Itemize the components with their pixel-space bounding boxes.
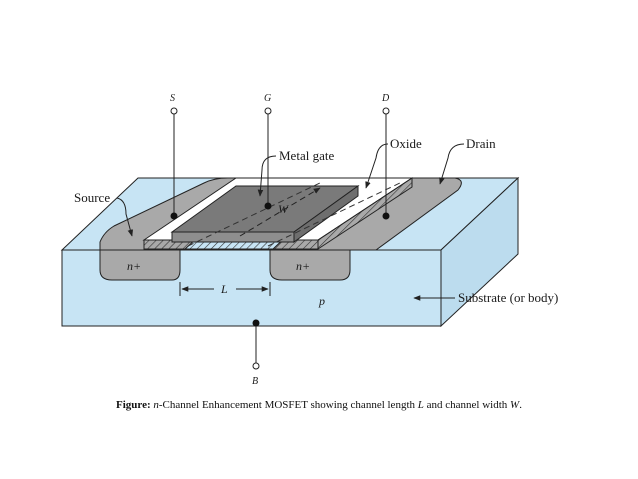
gate-terminal — [264, 107, 272, 115]
caption-text-1: -Channel Enhancement MOSFET showing chan… — [158, 399, 418, 411]
length-label: L — [220, 282, 228, 296]
drain-terminal — [382, 107, 390, 115]
caption-end: . — [519, 399, 522, 411]
source-label: Source — [74, 190, 110, 205]
caption-L: L — [417, 399, 424, 411]
metal-gate-leader — [257, 155, 277, 197]
width-label: W — [278, 202, 289, 216]
metal-gate-side — [293, 185, 359, 243]
oxide-label: Oxide — [390, 136, 422, 151]
source-contact-dot — [170, 212, 178, 220]
source-n-plus-label: n+ — [127, 259, 141, 273]
body-terminal — [252, 362, 260, 370]
body-terminal-label: B — [252, 376, 258, 387]
channel-width-arrow — [239, 187, 321, 237]
caption-n: n — [153, 399, 159, 411]
gate-terminal-label: G — [264, 93, 271, 104]
drain-n-plus-well — [269, 249, 351, 281]
oxide-leader — [365, 143, 389, 189]
source-terminal — [170, 107, 178, 115]
p-substrate-label: p — [318, 294, 325, 308]
drain-leader — [439, 143, 465, 185]
caption-prefix: Figure: — [116, 399, 151, 411]
source-terminal-label: S — [170, 93, 175, 104]
drain-label: Drain — [466, 136, 496, 151]
drain-contact-dot — [382, 212, 390, 220]
metal-gate-front — [171, 231, 295, 243]
drain-terminal-label: D — [381, 93, 390, 104]
substrate-label: Substrate (or body) — [458, 290, 558, 305]
caption-text-2: and channel width — [423, 399, 511, 411]
channel-edge-line — [267, 181, 403, 247]
figure-caption: Figure: n-Channel Enhancement MOSFET sho… — [0, 399, 638, 411]
gate-contact-dot — [264, 202, 272, 210]
body-contact-dot — [252, 319, 260, 327]
metal-gate-label: Metal gate — [279, 148, 334, 163]
source-n-plus-well — [99, 249, 181, 281]
channel-edge-line — [187, 181, 323, 247]
drain-n-plus-label: n+ — [296, 259, 310, 273]
caption-W: W — [510, 399, 520, 411]
source-leader — [116, 197, 134, 237]
oxide-right-hatch — [317, 177, 413, 250]
